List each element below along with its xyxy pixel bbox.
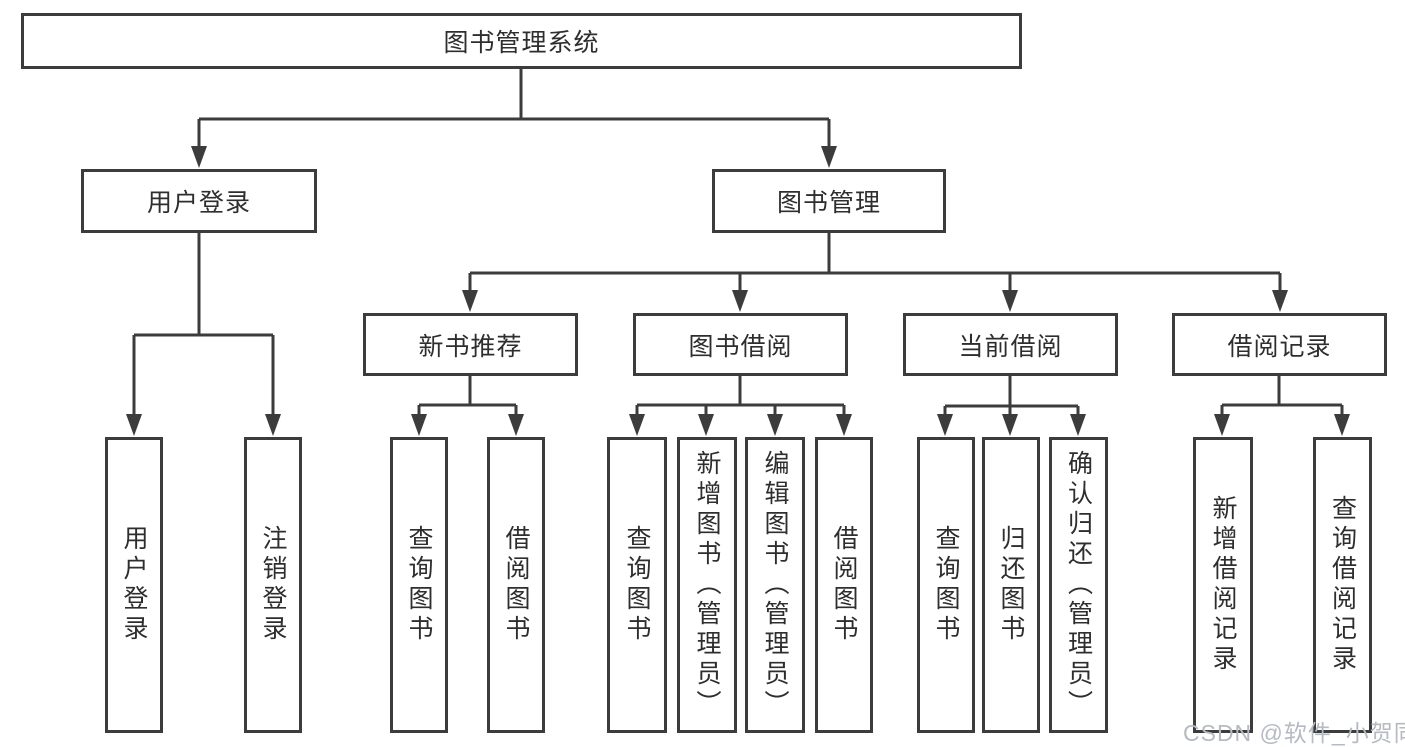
node-current-borrow: 当前借阅 [903,313,1118,376]
node-book-management: 图书管理 [712,169,946,233]
leaf-current-confirm-return-admin: 确认归还（管理员） [1049,437,1108,733]
node-user-login: 用户登录 [81,169,317,233]
csdn-watermark: CSDN @软件_小贺同学 [1183,720,1405,746]
leaf-borrow-query-book: 查询图书 [607,437,667,733]
leaf-recommend-query-book: 查询图书 [390,437,448,733]
leaf-records-query-record: 查询借阅记录 [1313,437,1372,733]
connector-root-to-level2 [191,68,837,168]
node-library-management-system: 图书管理系统 [21,13,1022,69]
leaf-borrow-borrow-book: 借阅图书 [815,437,873,733]
leaf-borrow-edit-book-admin: 编辑图书（管理员） [745,437,805,733]
leaf-current-query-book: 查询图书 [917,437,975,733]
connector-new-book-to-leaves [411,375,524,436]
leaf-logout: 注销登录 [244,437,302,733]
connector-book-borrow-to-leaves [629,375,852,436]
leaf-borrow-add-book-admin: 新增图书（管理员） [677,437,737,733]
leaf-current-return-book: 归还图书 [982,437,1040,733]
leaf-recommend-borrow-book: 借阅图书 [487,437,545,733]
connector-current-borrow-to-leaves [937,375,1086,436]
connector-records-to-leaves [1214,375,1350,436]
leaf-records-add-record: 新增借阅记录 [1193,437,1253,733]
node-book-borrow: 图书借阅 [633,313,848,376]
leaf-user-login: 用户登录 [105,437,163,733]
node-new-book-recommend: 新书推荐 [363,313,578,376]
connector-user-login-to-leaves [126,232,281,436]
connector-book-mgmt-to-level3 [462,232,1288,312]
node-borrow-records: 借阅记录 [1172,313,1387,376]
